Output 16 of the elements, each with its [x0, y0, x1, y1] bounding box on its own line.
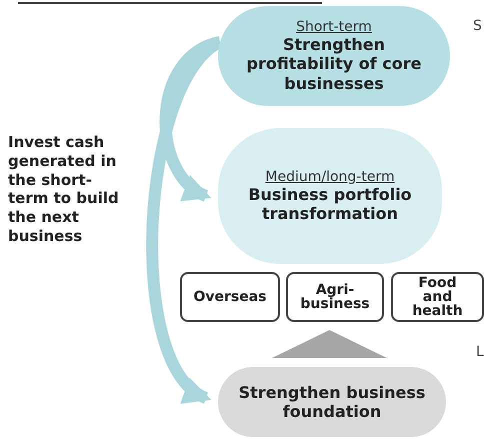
segment-label: Overseas: [193, 290, 267, 304]
stage-heading: Short-term: [296, 19, 372, 36]
segment-label: Food and health: [411, 276, 464, 318]
stage-label: Strengthen business foundation: [238, 382, 426, 422]
segment-box: [391, 272, 484, 322]
cut-off-text: L: [476, 344, 484, 360]
stage-label: Business portfolio transformation: [247, 184, 413, 224]
cut-off-text: S: [473, 18, 482, 34]
segment-box: [180, 272, 280, 322]
stage-label: Strengthen profitability of core businesses: [246, 35, 422, 93]
curved-arrow: [160, 36, 222, 202]
side-note: Invest cash generated in the short-term to build the next business: [8, 133, 120, 246]
segment-box: [286, 272, 384, 322]
support-triangle: [272, 330, 387, 358]
stage-heading: Medium/long-term: [265, 168, 395, 185]
segment-label: Agri-business: [300, 283, 370, 311]
